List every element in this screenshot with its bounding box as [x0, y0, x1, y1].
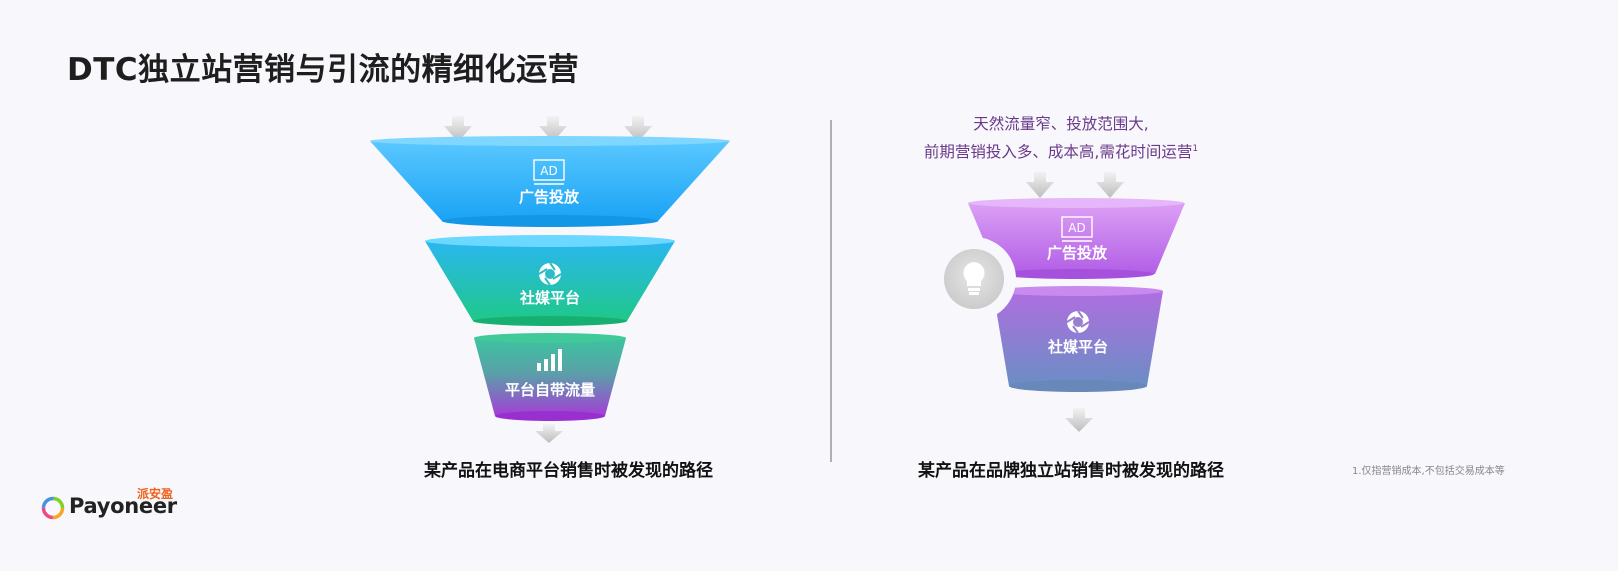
footnote: 1.仅指营销成本,不包括交易成本等 — [1352, 466, 1505, 477]
note-line: 前期营销投入多、成本高,需花时间运营1 — [923, 143, 1199, 162]
bar-chart-icon — [537, 349, 562, 371]
right-funnel-stage-social: 社媒平台 — [993, 286, 1163, 392]
svg-text:AD: AD — [540, 164, 557, 178]
ad-icon: AD — [533, 159, 565, 185]
page-title: DTC独立站营销与引流的精细化运营 — [67, 52, 580, 88]
lightbulb-icon — [932, 237, 1016, 321]
logo-wordmark: Payoneer — [69, 494, 177, 518]
arrow-down-icon — [535, 424, 563, 443]
right-funnel-note: 天然流量窄、投放范围大, 前期营销投入多、成本高,需花时间运营1 — [901, 112, 1221, 165]
svg-text:AD: AD — [1068, 221, 1085, 235]
arrow-down-icon — [444, 116, 652, 142]
stage-label: 平台自带流量 — [505, 381, 595, 399]
left-funnel-caption: 某产品在电商平台销售时被发现的路径 — [424, 461, 713, 481]
right-funnel-stage-ad: AD 广告投放 — [968, 198, 1185, 279]
stage-label: 社媒平台 — [519, 289, 580, 307]
stage-label: 广告投放 — [1047, 244, 1108, 262]
ad-icon: AD — [1061, 216, 1093, 242]
left-funnel-stage-social: 社媒平台 — [425, 235, 675, 326]
stage-label: 社媒平台 — [1047, 338, 1108, 356]
right-funnel-caption: 某产品在品牌独立站销售时被发现的路径 — [918, 461, 1224, 481]
arrow-down-icon — [1065, 408, 1093, 432]
footnote-marker: 1 — [1192, 144, 1199, 154]
shutter-icon — [538, 262, 562, 286]
stage-label: 广告投放 — [519, 188, 580, 206]
arrow-down-icon — [1026, 172, 1124, 198]
logo-chinese-name: 派安盈 — [137, 487, 174, 501]
payoneer-logo: Payoneer 派安盈 — [41, 481, 181, 521]
shutter-icon — [1066, 310, 1090, 334]
note-line: 天然流量窄、投放范围大, — [973, 115, 1149, 133]
logo-ring-icon — [41, 496, 65, 520]
left-funnel-stage-platform: 平台自带流量 — [474, 333, 626, 421]
left-funnel-stage-ad: AD 广告投放 — [370, 136, 730, 227]
